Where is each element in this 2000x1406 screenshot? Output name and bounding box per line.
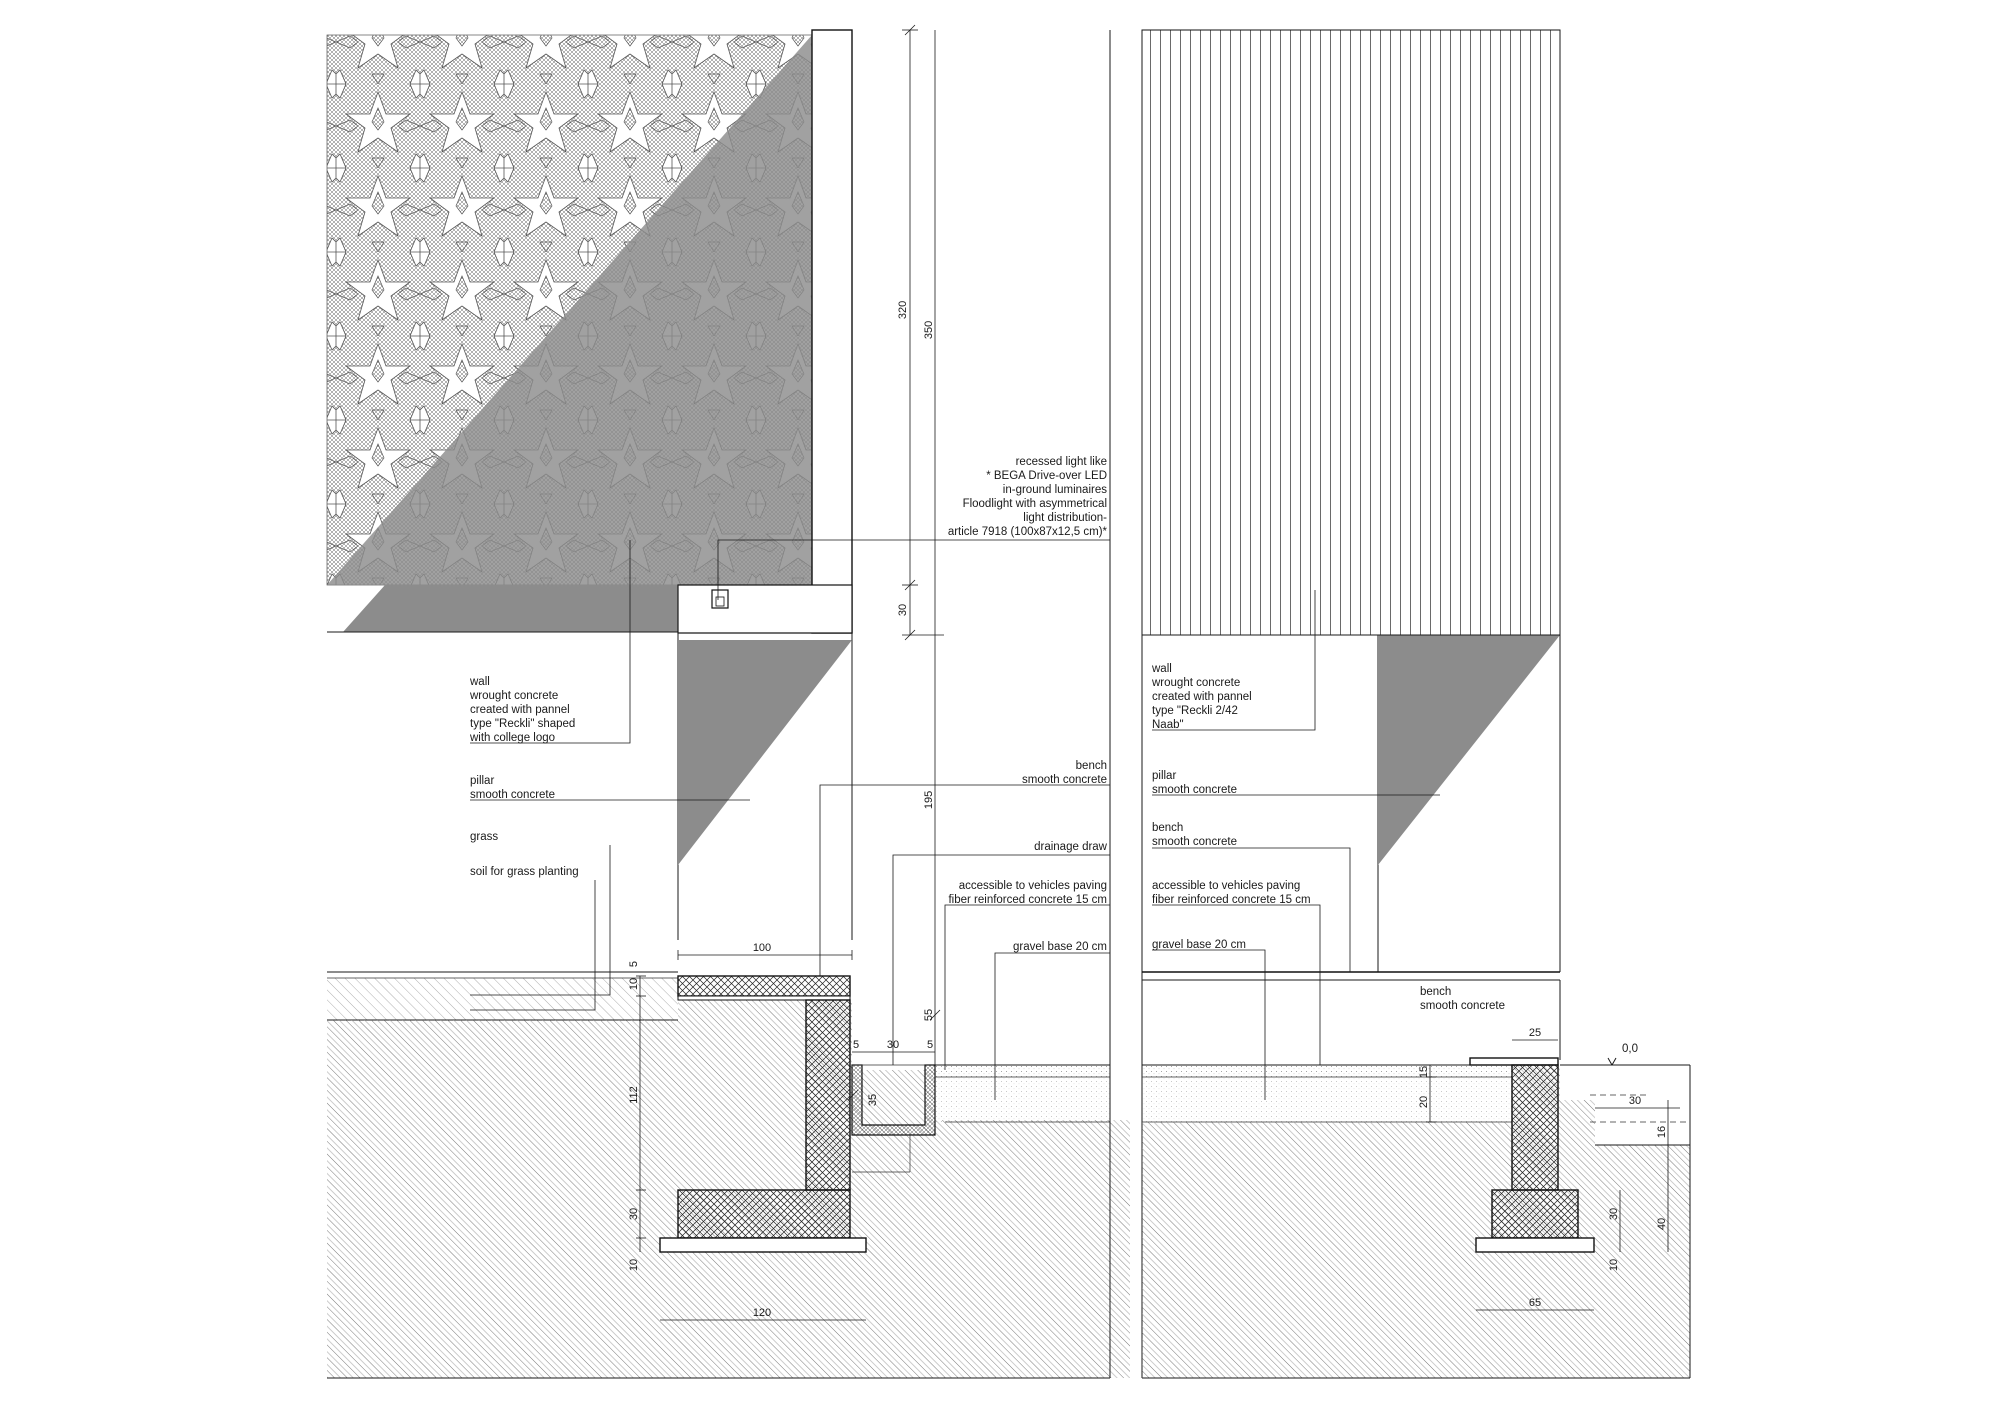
- svg-text:350: 350: [923, 321, 935, 339]
- left-section: [326, 29, 1130, 1379]
- svg-text:pillar: pillar: [470, 775, 494, 787]
- striped-wall-right: [1141, 29, 1561, 636]
- svg-text:article 7918 (100x87x12,5 cm)*: article 7918 (100x87x12,5 cm)*: [948, 526, 1108, 538]
- svg-text:wall: wall: [469, 676, 490, 688]
- svg-text:created with pannel: created with pannel: [470, 704, 570, 716]
- svg-text:bench: bench: [1076, 760, 1107, 772]
- label-recessed-light: recessed light like * BEGA Drive-over LE…: [948, 456, 1108, 538]
- earth-left: [327, 1000, 690, 1378]
- earth-right: [1142, 1122, 1512, 1378]
- svg-text:fiber reinforced concrete 15 c: fiber reinforced concrete 15 cm: [1152, 894, 1311, 906]
- svg-text:30: 30: [1608, 1208, 1620, 1220]
- svg-text:10: 10: [1608, 1259, 1620, 1271]
- label-bench-left: bench smooth concrete: [1022, 760, 1107, 786]
- label-paving-right: accessible to vehicles paving fiber rein…: [1152, 880, 1311, 906]
- bench-slab-right: [1469, 1057, 1559, 1066]
- svg-text:created with pannel: created with pannel: [1152, 691, 1252, 703]
- svg-text:smooth concrete: smooth concrete: [1420, 1000, 1505, 1012]
- wall-shadow-left: [327, 35, 812, 585]
- svg-text:5: 5: [927, 1039, 933, 1051]
- svg-text:type "Reckli" shaped: type "Reckli" shaped: [470, 718, 575, 730]
- leader-lines: [470, 539, 1440, 1100]
- svg-text:120: 120: [753, 1307, 771, 1319]
- svg-text:smooth concrete: smooth concrete: [470, 789, 555, 801]
- svg-text:wrought concrete: wrought concrete: [469, 690, 558, 702]
- svg-text:wall: wall: [1151, 663, 1172, 675]
- svg-text:40: 40: [1656, 1218, 1668, 1230]
- svg-text:35: 35: [867, 1094, 879, 1106]
- svg-text:Naab": Naab": [1152, 719, 1184, 731]
- svg-text:25: 25: [1529, 1027, 1541, 1039]
- bench-slab-left: [677, 975, 851, 997]
- svg-text:type "Reckli 2/42: type "Reckli 2/42: [1152, 705, 1238, 717]
- footing-left: [677, 1189, 851, 1239]
- label-soil: soil for grass planting: [470, 866, 579, 878]
- label-gravel-right: gravel base 20 cm: [1152, 939, 1246, 951]
- svg-text:30: 30: [887, 1039, 899, 1051]
- svg-text:smooth concrete: smooth concrete: [1022, 774, 1107, 786]
- svg-text:30: 30: [897, 604, 909, 616]
- label-level: 0,0: [1622, 1043, 1638, 1055]
- dimension-texts: 320 350 30 195 55 100 10 5 112 30 10 120…: [628, 301, 1668, 1319]
- label-pillar-right: pillar smooth concrete: [1152, 770, 1237, 796]
- svg-text:320: 320: [897, 301, 909, 319]
- bench-stem-right: [1511, 1064, 1559, 1191]
- bench-stem-left: [805, 999, 851, 1191]
- svg-text:smooth concrete: smooth concrete: [1152, 784, 1237, 796]
- svg-text:20: 20: [1418, 1096, 1430, 1108]
- svg-text:* BEGA Drive-over LED: * BEGA Drive-over LED: [986, 470, 1107, 482]
- svg-text:fiber reinforced concrete 15 c: fiber reinforced concrete 15 cm: [948, 894, 1107, 906]
- label-grass: grass: [470, 831, 498, 843]
- gravel-layer-left: [935, 1077, 1110, 1122]
- svg-text:10: 10: [628, 978, 640, 990]
- label-pillar-left: pillar smooth concrete: [470, 775, 555, 801]
- svg-text:65: 65: [1529, 1297, 1541, 1309]
- label-paving-left: accessible to vehicles paving fiber rein…: [948, 880, 1107, 906]
- svg-text:30: 30: [628, 1208, 640, 1220]
- svg-text:195: 195: [923, 791, 935, 809]
- svg-text:smooth concrete: smooth concrete: [1152, 836, 1237, 848]
- svg-text:accessible to vehicles paving: accessible to vehicles paving: [959, 880, 1107, 892]
- label-wall-left: wall wrought concrete created with panne…: [469, 676, 575, 744]
- svg-text:light distribution-: light distribution-: [1023, 512, 1107, 524]
- svg-text:100: 100: [753, 942, 771, 954]
- svg-text:Floodlight with asymmetrical: Floodlight with asymmetrical: [963, 498, 1107, 510]
- right-section: [1141, 29, 1691, 1379]
- svg-text:5: 5: [628, 961, 640, 967]
- svg-text:recessed light like: recessed light like: [1016, 456, 1107, 468]
- wall-edge-left: [811, 29, 853, 634]
- recessed-light-fixture: [711, 589, 729, 609]
- gravel-layer-right: [1142, 1077, 1512, 1122]
- svg-text:wrought concrete: wrought concrete: [1151, 677, 1240, 689]
- svg-text:15: 15: [1418, 1066, 1430, 1078]
- paving-layer-right: [1142, 1065, 1512, 1077]
- svg-text:5: 5: [853, 1039, 859, 1051]
- grass-layer: [327, 978, 678, 1020]
- svg-text:in-ground luminaires: in-ground luminaires: [1003, 484, 1107, 496]
- svg-text:bench: bench: [1420, 986, 1451, 998]
- label-bench-right-upper: bench smooth concrete: [1152, 822, 1237, 848]
- svg-text:bench: bench: [1152, 822, 1183, 834]
- svg-text:pillar: pillar: [1152, 770, 1176, 782]
- label-gravel-left: gravel base 20 cm: [1013, 941, 1107, 953]
- dimension-lines: [636, 24, 1690, 1321]
- label-drainage: drainage draw: [1034, 841, 1108, 853]
- footing-right: [1491, 1189, 1579, 1239]
- svg-text:112: 112: [628, 1086, 640, 1104]
- svg-text:16: 16: [1656, 1126, 1668, 1138]
- svg-text:55: 55: [923, 1009, 935, 1021]
- ground-shadow-left: [343, 585, 678, 632]
- pillar-shadow-left: [678, 640, 852, 865]
- label-wall-right: wall wrought concrete created with panne…: [1151, 663, 1252, 731]
- svg-text:with college logo: with college logo: [469, 732, 555, 744]
- light-niche: [677, 584, 853, 634]
- paving-layer-left: [935, 1065, 1110, 1077]
- svg-text:10: 10: [628, 1259, 640, 1271]
- svg-text:accessible to vehicles paving: accessible to vehicles paving: [1152, 880, 1300, 892]
- label-bench-right-lower: bench smooth concrete: [1420, 986, 1505, 1012]
- pillar-shadow-right: [1378, 635, 1560, 865]
- svg-text:30: 30: [1629, 1095, 1641, 1107]
